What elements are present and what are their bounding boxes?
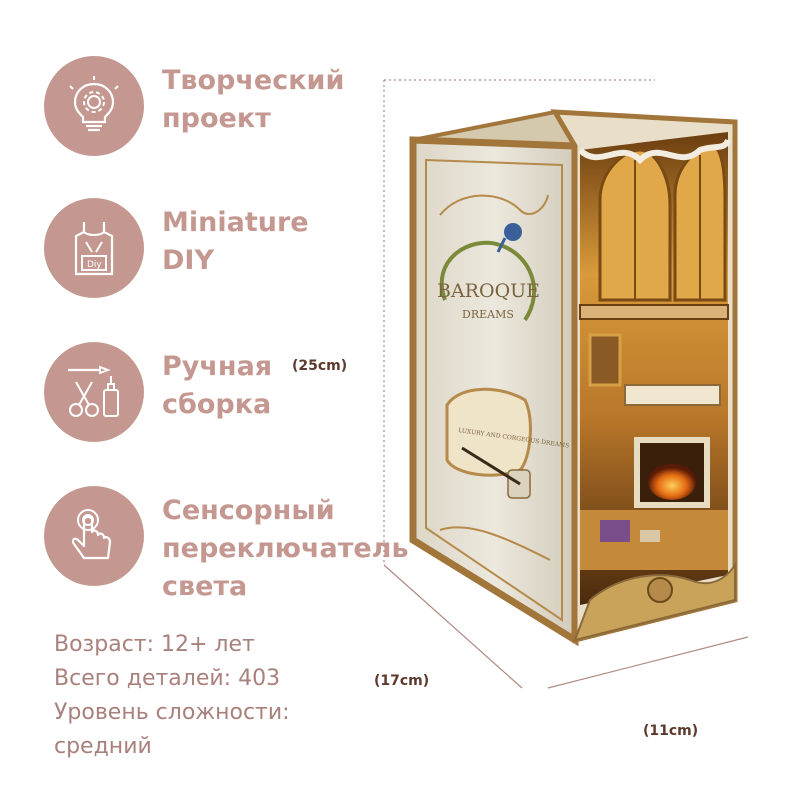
bottom-ornament (573, 561, 736, 642)
feature-creative-project: Творческий проект (44, 56, 364, 166)
fireplace-mantel (624, 384, 721, 406)
cover-cartouche (445, 387, 532, 477)
spec-difficulty-value: средний (54, 734, 152, 759)
fire (648, 464, 696, 500)
cover-ornament-bottom (439, 526, 551, 561)
nook-cover-inner-frame (425, 158, 563, 622)
spec-parts: Всего деталей: 403 (54, 666, 281, 691)
product-specs: Возраст: 12+ лет Всего деталей: 403 Уров… (54, 628, 290, 764)
width-guide-line (547, 636, 749, 689)
feature-icon-circle (44, 486, 144, 586)
cover-title: BAROQUE (437, 280, 540, 302)
apron-tools-icon: Diy (74, 222, 114, 276)
lace-trim (577, 138, 731, 165)
feature-icon-circle: Diy (44, 198, 144, 298)
scissors-pencil-glue-icon (68, 365, 119, 417)
spec-age: Возраст: 12+ лет (54, 632, 255, 657)
spec-difficulty-label: Уровень сложности: (54, 700, 290, 725)
bird-icon (504, 223, 522, 241)
touch-finger-icon (71, 509, 112, 560)
dimension-width: (11cm) (643, 723, 699, 739)
feature-touch-switch: Сенсорный переключатель света (44, 486, 409, 602)
feature-title: Творческий проект (162, 65, 345, 134)
feature-title: Miniature DIY (162, 207, 309, 276)
dimension-height: (25cm) (292, 358, 348, 374)
feature-title: Ручная сборка (162, 351, 273, 420)
cover-ornament-top (439, 194, 549, 216)
interior-ledge (579, 304, 729, 320)
depth-guide-line (383, 564, 523, 689)
apron-label: Diy (87, 260, 102, 270)
feature-hand-assembly: Ручная сборка (44, 342, 364, 452)
cover-title-dreams: DREAMS (462, 308, 514, 321)
dimension-depth: (17cm) (374, 673, 430, 689)
wall-painting (588, 333, 622, 387)
feature-miniature-diy: Diy Miniature DIY (44, 198, 364, 308)
lightbulb-gear-icon (69, 76, 119, 132)
feature-title: Сенсорный переключатель света (162, 495, 409, 602)
feature-icon-circle (44, 56, 144, 156)
feature-icon-circle (44, 342, 144, 442)
